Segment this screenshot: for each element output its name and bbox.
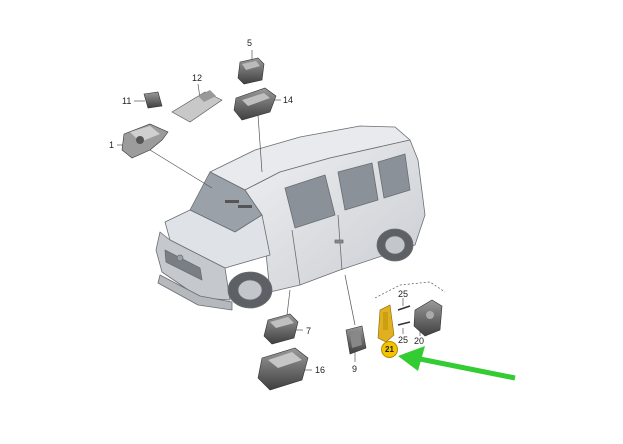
callout-20: 20 [414, 336, 425, 346]
part-9 [345, 325, 367, 355]
callout-25-bottom: 25 [398, 335, 409, 345]
callout-21-highlighted: 21 [381, 341, 398, 358]
callout-14: 14 [283, 95, 294, 105]
part-25-screws [397, 305, 411, 326]
callout-5: 5 [247, 38, 253, 48]
leader-lines [117, 50, 446, 371]
callout-9: 9 [352, 364, 358, 374]
part-14 [233, 87, 277, 121]
callout-12: 12 [192, 73, 203, 83]
part-11 [143, 91, 163, 109]
car-illustration [155, 125, 426, 311]
part-5 [237, 57, 265, 85]
part-21-highlighted [377, 304, 395, 343]
part-20 [413, 299, 443, 337]
callout-1: 1 [109, 140, 115, 150]
part-12 [171, 90, 223, 123]
callout-16: 16 [315, 365, 326, 375]
part-16 [257, 347, 309, 391]
part-1 [121, 123, 169, 159]
green-arrow [398, 346, 516, 381]
part-7 [263, 313, 299, 345]
callout-7: 7 [306, 326, 312, 336]
callout-25-top: 25 [398, 289, 409, 299]
callout-11: 11 [122, 96, 132, 106]
